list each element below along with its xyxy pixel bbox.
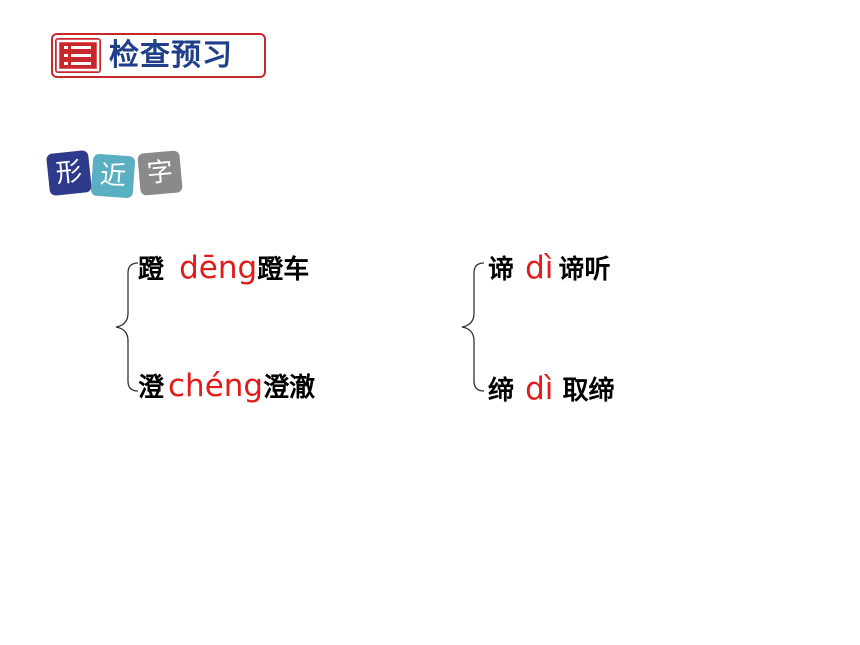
entry-word: 取缔 bbox=[562, 376, 615, 406]
entry-word: 蹬车 bbox=[257, 255, 310, 285]
section-header: 检查预习 bbox=[51, 33, 266, 78]
entry-row: 蹬 dēng蹬车 bbox=[138, 249, 309, 286]
entry-char: 谛 bbox=[488, 255, 515, 285]
entry-char: 澄 bbox=[138, 373, 165, 403]
entry-char: 蹬 bbox=[138, 255, 165, 285]
entry-row: 缔 dì 取缔 bbox=[488, 370, 615, 407]
entry-char: 缔 bbox=[488, 376, 515, 406]
list-icon bbox=[55, 38, 101, 73]
entry-word: 澄澈 bbox=[263, 373, 316, 403]
left-brace bbox=[115, 262, 139, 392]
entry-pinyin: dì bbox=[525, 250, 554, 286]
entry-row: 谛 dì 谛听 bbox=[488, 249, 611, 286]
word-group-2: 谛 dì 谛听 缔 dì 取缔 bbox=[458, 250, 678, 407]
left-brace bbox=[461, 262, 485, 392]
tag-zi: 字 bbox=[137, 150, 183, 196]
entry-word: 谛听 bbox=[558, 255, 611, 285]
entry-pinyin: dì bbox=[525, 371, 554, 407]
tag-xing: 形 bbox=[45, 149, 93, 197]
page-title: 检查预习 bbox=[109, 38, 233, 73]
tag-jin: 近 bbox=[90, 153, 136, 199]
entry-pinyin: dēng bbox=[179, 250, 258, 286]
entry-pinyin: chéng bbox=[168, 368, 264, 404]
